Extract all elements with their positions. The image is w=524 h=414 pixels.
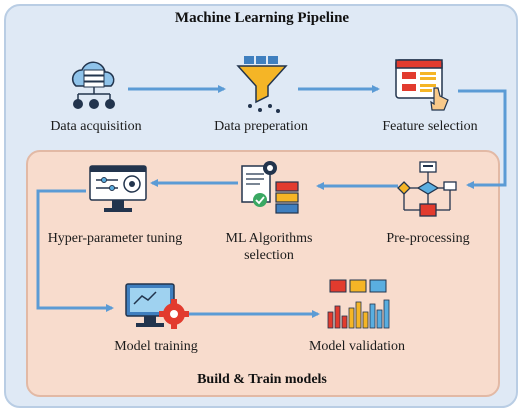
node-label-pre-processing: Pre-processing xyxy=(386,231,470,246)
cloud-database-icon xyxy=(64,56,124,116)
diagram-title: Machine Learning Pipeline xyxy=(174,10,350,26)
diagram-subtitle: Build & Train models xyxy=(197,372,327,387)
monitor-gear-icon xyxy=(124,282,190,332)
browser-hand-icon xyxy=(394,58,452,112)
node-label-hyper-parameter-tuning: Hyper-parameter tuning xyxy=(47,231,183,246)
node-label-data-acquisition: Data acquisition xyxy=(50,119,142,134)
flowchart-icon xyxy=(394,160,460,222)
node-label-data-preparation: Data preperation xyxy=(214,119,308,134)
node-label-model-validation: Model validation xyxy=(308,339,406,354)
arrow-hyper-to-train xyxy=(36,189,114,312)
funnel-icon xyxy=(234,54,290,114)
node-label-ml-algorithms-selection: ML Algorithms selection xyxy=(225,231,313,263)
arrow-feat-to-pre xyxy=(458,89,507,189)
node-label-model-training: Model training xyxy=(114,339,198,354)
node-label-feature-selection: Feature selection xyxy=(382,119,478,134)
bar-dashboard-icon xyxy=(324,278,392,332)
monitor-sliders-icon xyxy=(88,164,148,214)
algorithm-stack-icon xyxy=(240,160,302,222)
